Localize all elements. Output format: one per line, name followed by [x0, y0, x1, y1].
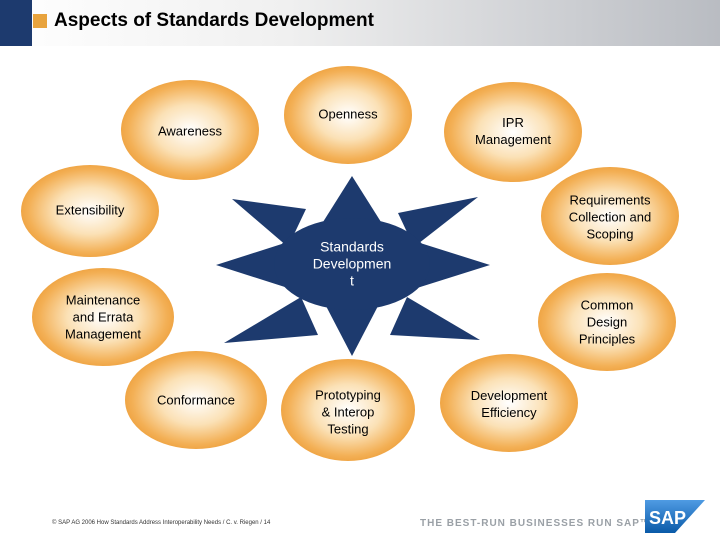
center-ellipse [274, 218, 430, 310]
title-bullet-icon [33, 14, 47, 28]
node-prototyping: Prototyping & Interop Testing [315, 387, 381, 437]
arrow-right [417, 242, 490, 288]
arrow-up [323, 176, 381, 222]
node-awareness: Awareness [157, 123, 223, 139]
arrow-lower-left [224, 297, 318, 343]
node-common-design: Common Design Principles [578, 297, 636, 347]
arrow-upper-left [232, 199, 306, 247]
node-requirements-ellipse [539, 165, 681, 267]
node-extensibility-ellipse [19, 163, 161, 259]
title-bar-accent [0, 0, 32, 46]
node-openness-ellipse [282, 64, 414, 166]
arrow-lower-right [390, 297, 480, 340]
sap-logo-text: SAP [649, 508, 686, 528]
sap-logo: SAP [645, 500, 705, 533]
node-ipr-ellipse [442, 80, 584, 184]
node-dev-efficiency-ellipse [438, 352, 580, 454]
node-conformance: Conformance [156, 392, 236, 408]
node-maintenance-ellipse [30, 266, 176, 368]
node-openness: Openness [318, 106, 378, 122]
node-common-design-ellipse [536, 271, 678, 373]
node-conformance-ellipse [123, 349, 269, 451]
node-extensibility: Extensibility [55, 202, 125, 218]
arrow-down [326, 306, 378, 356]
arrow-left [216, 242, 288, 288]
node-development-efficiency: Development Efficiency [470, 388, 548, 420]
node-awareness-ellipse [119, 78, 261, 182]
slide-title: Aspects of Standards Development [54, 10, 374, 31]
footer-slogan: THE BEST-RUN BUSINESSES RUN SAP™ [420, 518, 651, 529]
node-ipr-management: IPR Management [475, 115, 551, 147]
title-bar: Aspects of Standards Development [0, 0, 720, 46]
center-label: Standards Developmen t [312, 238, 392, 289]
node-maintenance: Maintenance and Errata Management [65, 292, 141, 342]
footer-copyright: © SAP AG 2006 How Standards Address Inte… [52, 520, 271, 526]
node-requirements: Requirements Collection and Scoping [568, 192, 652, 242]
node-prototyping-ellipse [279, 357, 417, 463]
arrow-upper-right [398, 197, 478, 247]
